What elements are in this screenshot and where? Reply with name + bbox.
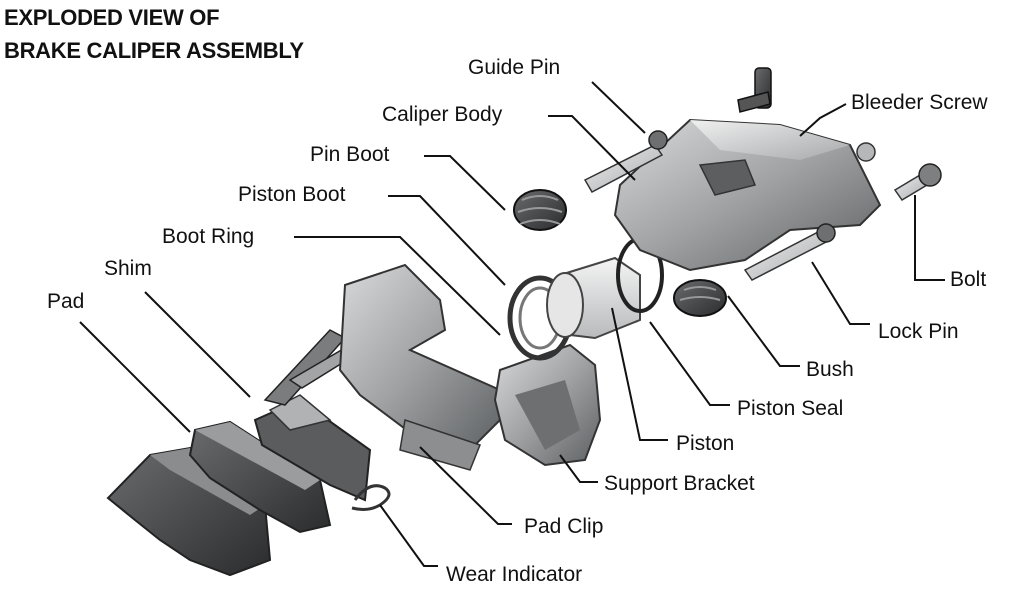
leader-caliper-body	[548, 115, 636, 181]
label-pad-clip: Pad Clip	[524, 515, 604, 538]
leader-shim	[144, 291, 251, 398]
label-bleeder-screw: Bleeder Screw	[851, 91, 988, 114]
label-wear-indicator: Wear Indicator	[446, 563, 583, 586]
leader-boot-ring	[294, 236, 501, 336]
label-support-bracket: Support Bracket	[604, 472, 755, 495]
bolt	[893, 163, 942, 202]
support-bracket	[338, 263, 602, 471]
bleeder-screw	[737, 67, 876, 162]
leader-pad	[79, 321, 191, 433]
label-piston-seal: Piston Seal	[737, 397, 844, 420]
leader-bush	[727, 295, 800, 367]
caliper-piston	[546, 256, 641, 340]
diagram-title-line-2: BRAKE CALIPER ASSEMBLY	[4, 38, 304, 63]
leader-guide-pin	[591, 81, 646, 134]
label-caliper-body: Caliper Body	[382, 103, 503, 126]
label-bush: Bush	[806, 358, 854, 381]
leader-lines	[79, 81, 945, 567]
leader-support-bracket	[559, 454, 598, 483]
label-lock-pin: Lock Pin	[878, 320, 959, 343]
label-shim: Shim	[104, 257, 152, 280]
label-pad: Pad	[47, 290, 85, 313]
leader-bolt	[914, 195, 945, 281]
caliper-body	[613, 118, 882, 272]
label-piston-boot: Piston Boot	[238, 183, 346, 206]
leader-piston	[611, 307, 668, 441]
leader-wear-indicator	[379, 504, 438, 567]
leader-bleeder-screw	[799, 103, 847, 137]
label-piston: Piston	[676, 432, 735, 455]
label-guide-pin: Guide Pin	[468, 56, 561, 79]
diagram-title-line-1: EXPLODED VIEW OF	[4, 5, 220, 30]
bush	[673, 279, 727, 317]
lock-pin	[743, 223, 836, 281]
leader-pin-boot	[424, 155, 506, 211]
leader-pad-clip	[419, 446, 512, 525]
label-pin-boot: Pin Boot	[310, 143, 390, 166]
leader-piston-seal	[649, 321, 730, 406]
wear-indicator-spring	[351, 484, 391, 511]
leader-lock-pin	[811, 261, 870, 325]
label-bolt: Bolt	[950, 268, 987, 291]
pin-boot	[513, 189, 567, 231]
leader-piston-boot	[388, 195, 506, 286]
label-boot-ring: Boot Ring	[162, 225, 255, 248]
